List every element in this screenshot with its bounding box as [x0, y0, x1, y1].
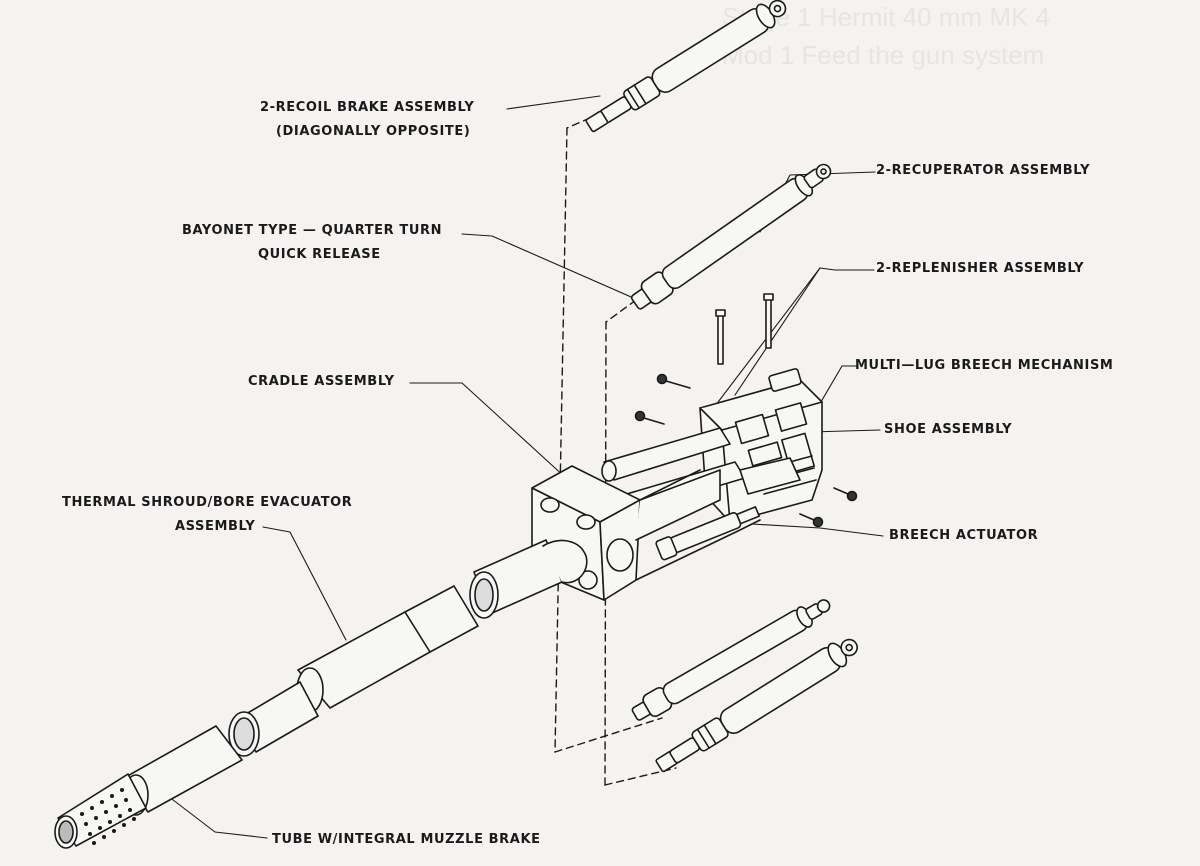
- label-thermal-shroud: THERMAL SHROUD/BORE EVACUATOR: [62, 495, 353, 510]
- loose-bolts: [634, 373, 858, 528]
- label-recuperator: 2-RECUPERATOR ASSEMBLY: [876, 163, 1091, 178]
- breech-actuator: [655, 506, 760, 561]
- label-tube-muzzle-brake: TUBE W/INTEGRAL MUZZLE BRAKE: [272, 832, 541, 847]
- show-through-heading-2: Mod 1 Feed the gun system: [722, 40, 1045, 70]
- label-cradle: CRADLE ASSEMBLY: [248, 374, 395, 389]
- label-bayonet: BAYONET TYPE — QUARTER TURN: [182, 223, 443, 238]
- shoe-assembly: [739, 457, 801, 495]
- label-recoil-brake: 2-RECOIL BRAKE ASSEMBLY: [260, 100, 475, 115]
- cradle-assembly: [531, 465, 761, 601]
- recoil-brake-assembly-top: [585, 0, 787, 133]
- multi-lug-breech-mechanism: [699, 368, 823, 523]
- label-recoil-brake-note: (DIAGONALLY OPPOSITE): [276, 124, 471, 139]
- label-thermal-shroud-assembly: ASSEMBLY: [175, 519, 256, 534]
- label-bayonet-release: QUICK RELEASE: [258, 247, 381, 262]
- recoil-brake-assembly-lower: [655, 638, 858, 773]
- label-shoe: SHOE ASSEMBLY: [884, 422, 1013, 437]
- replenisher-assembly: [715, 293, 774, 365]
- label-replenisher: 2-REPLENISHER ASSEMBLY: [876, 261, 1085, 276]
- label-multi-lug-breech: MULTI—LUG BREECH MECHANISM: [855, 358, 1114, 373]
- tube-integral-muzzle-brake: [54, 725, 243, 849]
- recuperator-assembly: [630, 163, 832, 310]
- muzzle-brake-holes: [80, 788, 136, 845]
- recuperator-assembly-lower: [631, 599, 831, 721]
- label-breech-actuator: BREECH ACTUATOR: [889, 528, 1039, 543]
- thermal-shroud-bore-evacuator: [228, 539, 588, 757]
